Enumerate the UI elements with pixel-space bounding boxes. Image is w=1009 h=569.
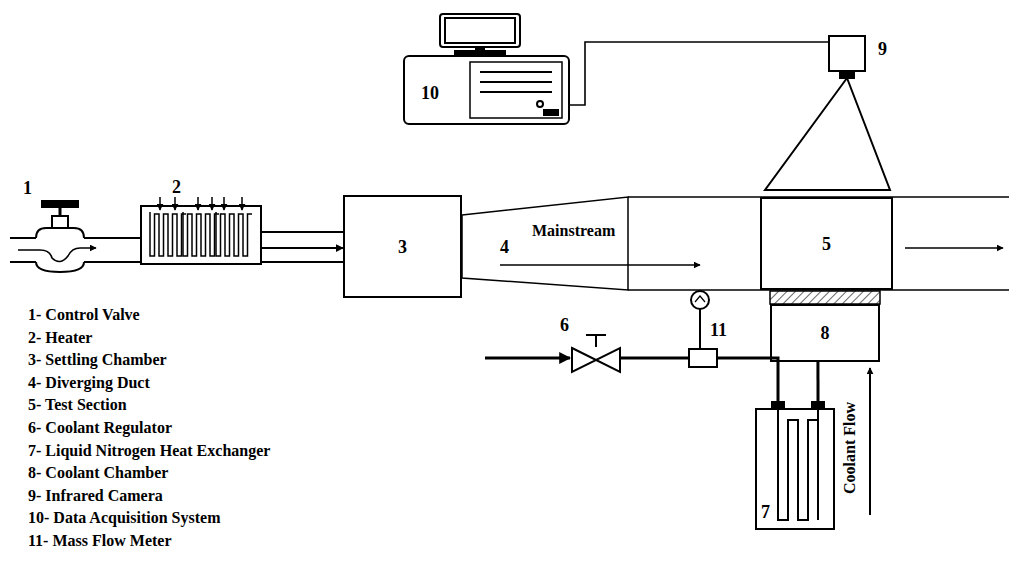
- test-section: 5: [760, 197, 893, 290]
- wind-tunnel-channel: [905, 247, 1003, 249]
- pipe-connector: [570, 42, 828, 105]
- heater-coil: [216, 212, 252, 256]
- control-valve-symbol: [36, 228, 84, 238]
- callout-number: 7: [761, 502, 770, 522]
- callout-number: 2: [172, 177, 181, 197]
- diverging-duct: 4 Mainstream: [462, 197, 628, 290]
- valve-outline: [572, 347, 620, 373]
- flow-meter-gauge: [691, 291, 709, 309]
- computer-drawing: [480, 91, 552, 93]
- control-valve-symbol: [10, 261, 36, 263]
- heat-exchanger-coil: [772, 402, 824, 520]
- callout-number: 10: [421, 83, 439, 103]
- legend-entry: 10- Data Acquisition System: [28, 509, 220, 527]
- control-valve-symbol: [36, 262, 84, 272]
- duct-outline: [462, 197, 628, 290]
- heater-coil: [223, 197, 225, 210]
- heater-coil: [197, 197, 199, 210]
- computer-drawing: [470, 62, 562, 118]
- regulator-stem: [485, 357, 570, 360]
- computer-drawing: [440, 14, 520, 47]
- infrared-camera: 9: [828, 35, 866, 72]
- callout-number: 4: [500, 237, 509, 257]
- pipe-wall: [262, 261, 343, 263]
- control-valve-symbol: [18, 248, 96, 262]
- computer-drawing: [440, 14, 562, 118]
- coolant-chamber: 8: [770, 304, 880, 362]
- legend-entry: 11- Mass Flow Meter: [28, 532, 172, 550]
- pipe-connector: [262, 247, 343, 249]
- flow-label: Coolant Flow: [841, 402, 859, 494]
- computer-drawing: [480, 71, 552, 73]
- pipe-connector: [107, 237, 140, 239]
- heat-exchanger: 7: [755, 408, 835, 530]
- wind-tunnel-channel: [500, 264, 700, 266]
- callout-number: 5: [822, 234, 831, 254]
- control-valve-symbol: [84, 261, 107, 263]
- computer-drawing: [445, 18, 515, 43]
- callout-number: 8: [821, 323, 830, 343]
- callout-number: 11: [710, 320, 727, 340]
- legend-entry: 2- Heater: [28, 329, 92, 347]
- flow-meter-gauge: [691, 291, 709, 348]
- legend-entry: 8- Coolant Chamber: [28, 464, 168, 482]
- pipe-connector: [620, 356, 688, 359]
- callout-number: 6: [560, 315, 569, 335]
- legend-entry: 9- Infrared Camera: [28, 487, 163, 505]
- settling-chamber: 3: [343, 195, 462, 298]
- legend-entry: 3- Settling Chamber: [28, 351, 167, 369]
- control-valve: 1: [15, 178, 107, 270]
- legend-entry: 4- Diverging Duct: [28, 374, 150, 392]
- callout-number: 3: [398, 237, 407, 257]
- mass-flow-meter: 11: [688, 348, 718, 368]
- outline: [462, 197, 628, 290]
- pipe-connector: [816, 362, 819, 408]
- pipe-connector: [718, 358, 778, 408]
- heater-coil: [241, 197, 243, 210]
- computer-drawing: [544, 110, 558, 115]
- callout-number: Mainstream: [532, 221, 615, 241]
- heater-box: 2: [140, 205, 262, 265]
- computer-drawing: [537, 101, 543, 107]
- computer-drawing: [480, 81, 552, 83]
- regulator-stem: [485, 335, 606, 358]
- heater-coil: [183, 212, 219, 256]
- callout-number: 1: [23, 178, 32, 198]
- pipe-wall: [107, 261, 140, 263]
- wind-tunnel-channel: [500, 197, 1009, 290]
- pipe-wall: [107, 232, 343, 262]
- regulator-stem: [595, 335, 597, 347]
- heater-coil: [211, 197, 213, 210]
- computer-box: 10: [403, 55, 570, 125]
- heat-exchanger-coil: [778, 408, 818, 520]
- legend-entry: 5- Test Section: [28, 396, 127, 414]
- heater-coil: [159, 197, 161, 210]
- flow-arrow: [869, 368, 871, 515]
- camera-drawing: [765, 72, 890, 190]
- heater-coil: [174, 197, 176, 210]
- heater-coil: [150, 212, 186, 256]
- legend-entry: 7- Liquid Nitrogen Heat Exchanger: [28, 442, 270, 460]
- flow-meter-gauge: [699, 309, 701, 348]
- porous-plate: [770, 291, 880, 304]
- camera-drawing: [765, 78, 890, 190]
- control-valve-symbol: [10, 237, 36, 239]
- control-valve-symbol: [42, 201, 78, 207]
- pipe-wall: [262, 231, 343, 233]
- callout-number: 9: [878, 39, 887, 59]
- legend-entry: 1- Control Valve: [28, 306, 140, 324]
- control-valve-symbol: [52, 216, 68, 228]
- outline: [572, 348, 620, 372]
- regulator-stem: [586, 334, 606, 336]
- control-valve-symbol: [84, 237, 107, 239]
- legend-entry: 6- Coolant Regulator: [28, 419, 172, 437]
- flow-meter-gauge: [695, 296, 705, 302]
- control-valve-symbol: [10, 201, 107, 272]
- regulator-valve: 6: [572, 347, 620, 373]
